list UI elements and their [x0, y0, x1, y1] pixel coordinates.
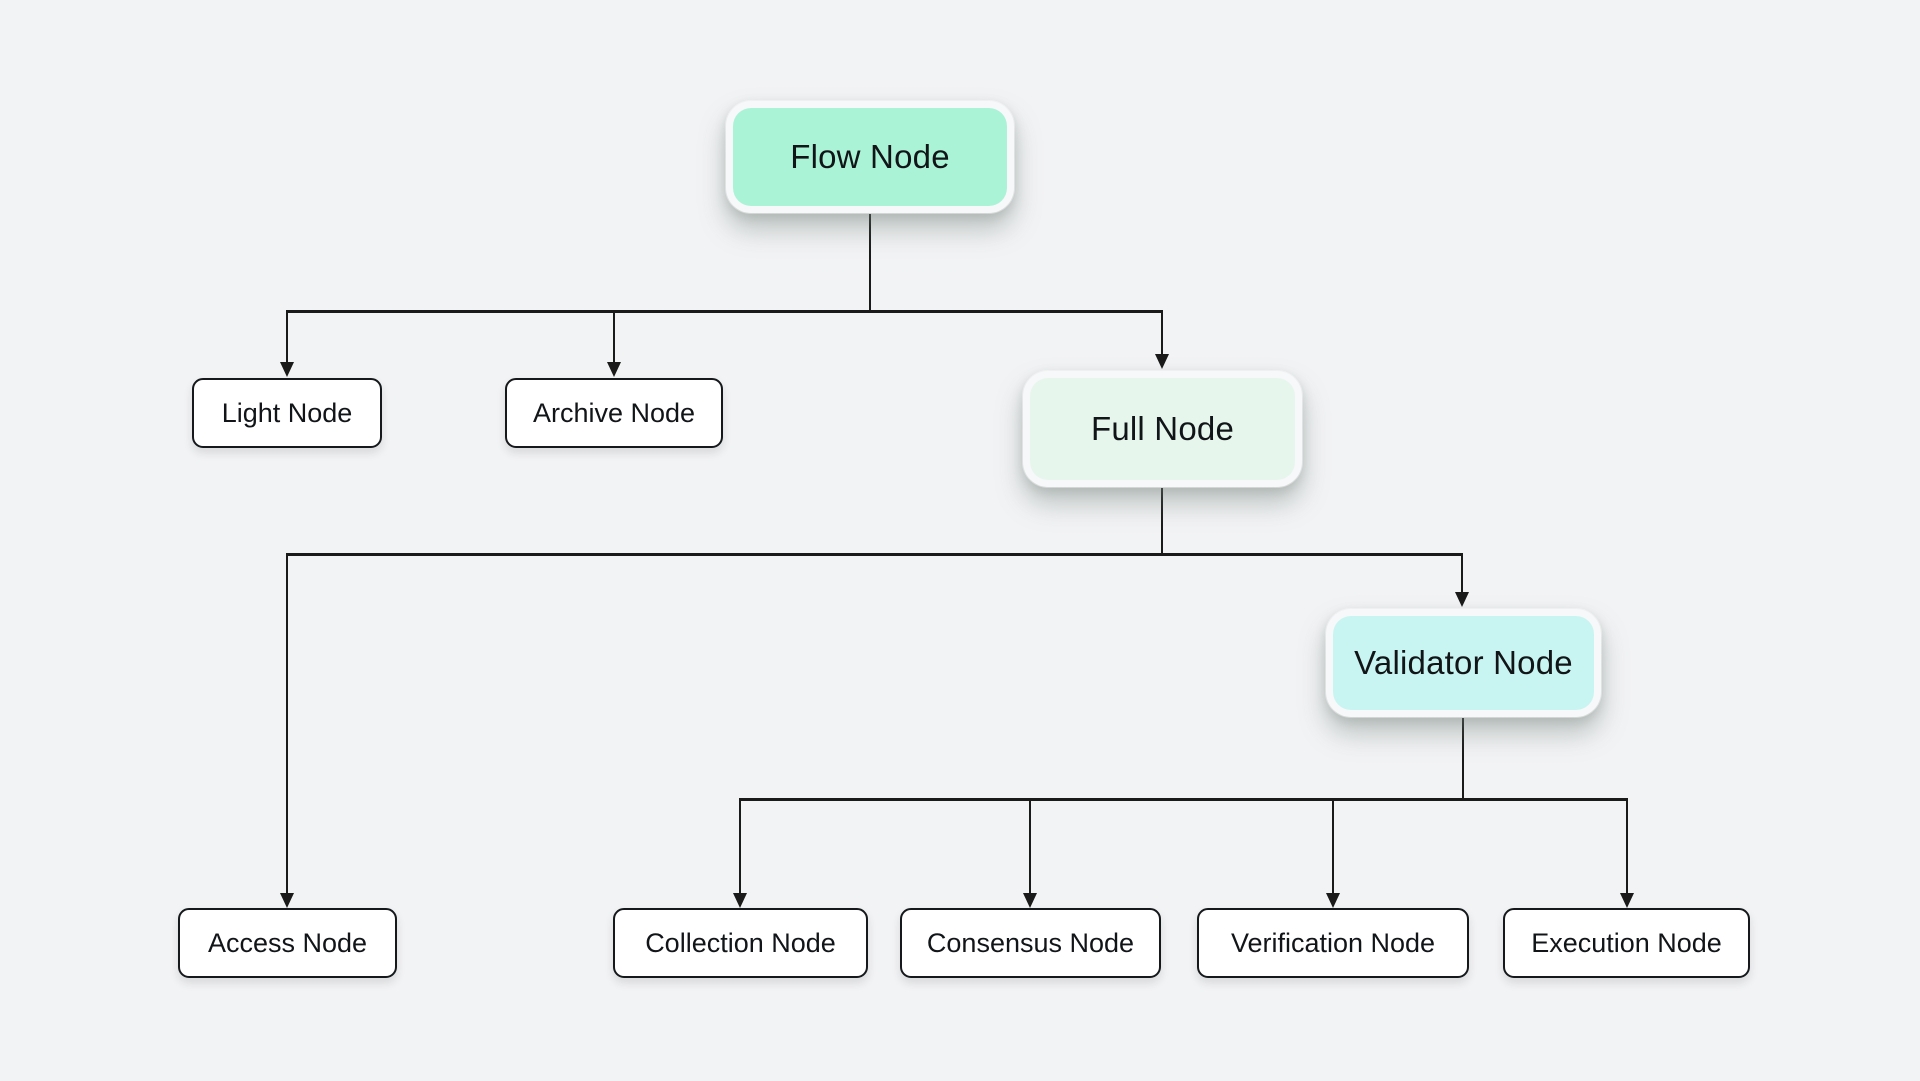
node-light[interactable]: Light Node: [192, 378, 382, 448]
node-execution[interactable]: Execution Node: [1503, 908, 1750, 978]
node-access[interactable]: Access Node: [178, 908, 397, 978]
connector-level1-bus: [287, 310, 1163, 313]
connector-drop-collection: [739, 798, 741, 893]
connector-drop-consensus: [1029, 798, 1031, 893]
connector-flow-stem: [869, 214, 871, 310]
connector-level3-bus: [740, 798, 1628, 801]
node-collection[interactable]: Collection Node: [613, 908, 868, 978]
arrow-down-icon: [1023, 893, 1037, 908]
node-verification[interactable]: Verification Node: [1197, 908, 1469, 978]
node-flow[interactable]: Flow Node: [725, 100, 1015, 214]
connector-drop-verification: [1332, 798, 1334, 893]
connector-drop-validator: [1461, 553, 1463, 592]
arrow-down-icon: [280, 893, 294, 908]
arrow-down-icon: [1455, 592, 1469, 607]
arrow-down-icon: [280, 362, 294, 377]
node-consensus[interactable]: Consensus Node: [900, 908, 1161, 978]
connector-drop-full: [1161, 310, 1163, 354]
arrow-down-icon: [1326, 893, 1340, 908]
node-full[interactable]: Full Node: [1022, 370, 1303, 488]
arrow-down-icon: [733, 893, 747, 908]
connector-drop-access: [286, 553, 288, 893]
arrow-down-icon: [607, 362, 621, 377]
node-archive[interactable]: Archive Node: [505, 378, 723, 448]
connector-validator-stem: [1462, 718, 1464, 798]
connector-full-stem: [1161, 488, 1163, 553]
connector-drop-light: [286, 310, 288, 362]
arrow-down-icon: [1155, 354, 1169, 369]
node-validator[interactable]: Validator Node: [1325, 608, 1602, 718]
connector-drop-execution: [1626, 798, 1628, 893]
connector-level2-bus: [286, 553, 1463, 556]
arrow-down-icon: [1620, 893, 1634, 908]
connector-drop-archive: [613, 310, 615, 362]
